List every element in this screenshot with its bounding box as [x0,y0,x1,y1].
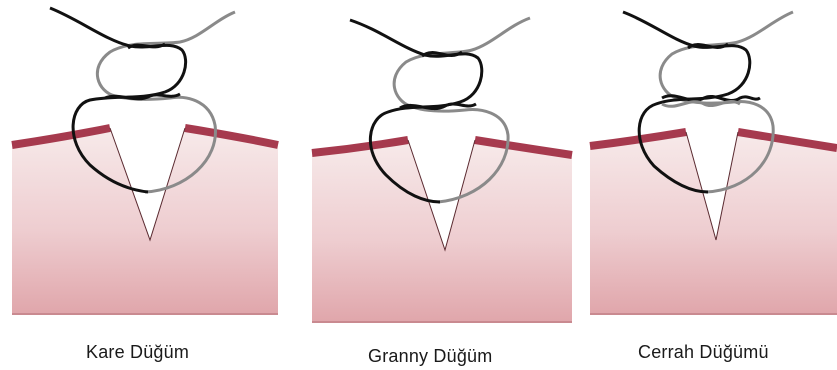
caption-surgeons-knot: Cerrah Düğümü [638,342,769,363]
caption-granny-knot: Granny Düğüm [368,346,492,367]
skin-block [12,128,278,314]
skin-block [590,132,837,314]
panel-granny-knot [310,0,580,330]
granny-knot-illustration [310,0,580,330]
skin-block [312,140,572,322]
panel-surgeons-knot [588,0,837,330]
caption-square-knot: Kare Düğüm [86,342,189,363]
square-knot-illustration [10,0,280,330]
panel-square-knot [10,0,280,330]
surgeons-knot-illustration [588,0,837,330]
